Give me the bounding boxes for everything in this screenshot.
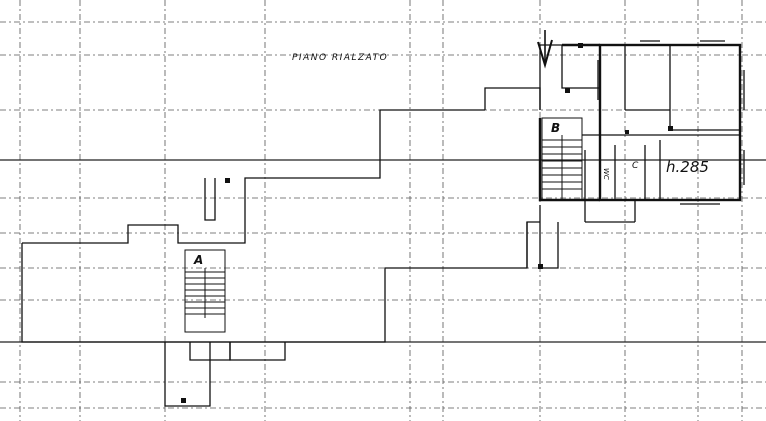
height-label: h.285	[666, 158, 709, 176]
room-label-c: C	[632, 161, 639, 171]
north-arrow-icon	[537, 30, 553, 69]
apartment-outline	[538, 40, 745, 223]
stair-b-label: B	[551, 121, 560, 135]
floor-label: PIANO RIALZATO	[292, 53, 388, 63]
pillar-markers	[181, 43, 673, 403]
room-label-wc: WC	[602, 168, 610, 180]
building-outline	[21, 44, 601, 407]
stair-b	[541, 117, 583, 201]
stair-a-label: A	[193, 253, 203, 267]
stair-a	[184, 249, 226, 333]
